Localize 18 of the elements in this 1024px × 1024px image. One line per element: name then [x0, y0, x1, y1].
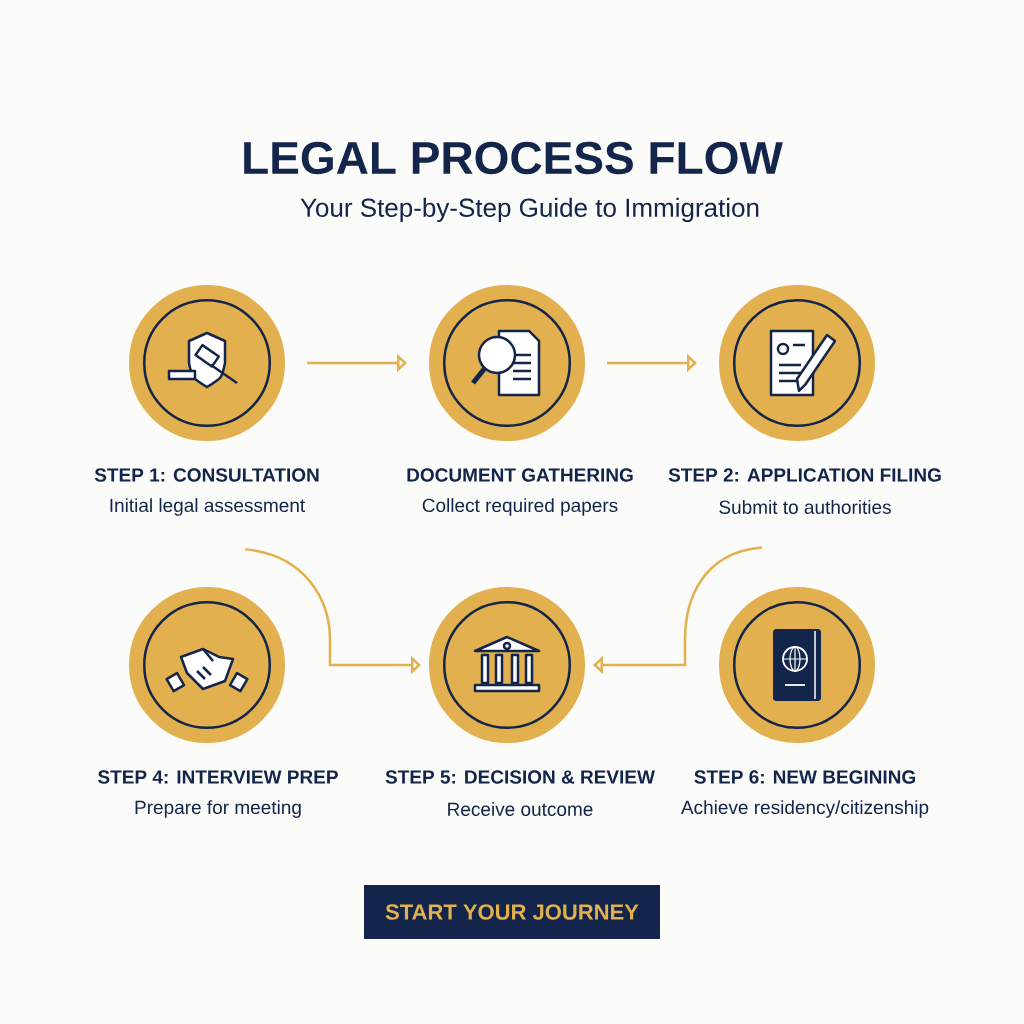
step-heading: STEP 6: NEW BEGINING: [694, 770, 916, 784]
title: LEGAL PROCESS FLOW: [244, 141, 783, 175]
step-circle: [129, 285, 285, 441]
step-circle: [129, 587, 285, 743]
step-heading: STEP 1: CONSULTATION: [94, 468, 319, 482]
step-description: Receive outcome: [448, 802, 593, 816]
step-description: Achieve residency/citizenship: [680, 800, 929, 818]
arrow: [593, 546, 763, 675]
step-description: Collect required papers: [422, 498, 618, 516]
start-button: START YOUR JOURNEY: [364, 885, 660, 939]
step-heading: DOCUMENT GATHERING: [407, 468, 633, 482]
step-heading: STEP 5: DECISION & REVIEW: [385, 770, 655, 784]
step-heading: STEP 2: APPLICATION FILING: [668, 468, 941, 482]
step-heading: STEP 4: INTERVIEW PREP: [98, 770, 338, 784]
step-description: Initial legal assessment: [110, 498, 306, 516]
step-description: Prepare for meeting: [135, 800, 301, 818]
subtitle: Your Step-by-Step Guide to Immigration: [300, 197, 759, 223]
step-description: Submit to authorities: [719, 500, 891, 514]
